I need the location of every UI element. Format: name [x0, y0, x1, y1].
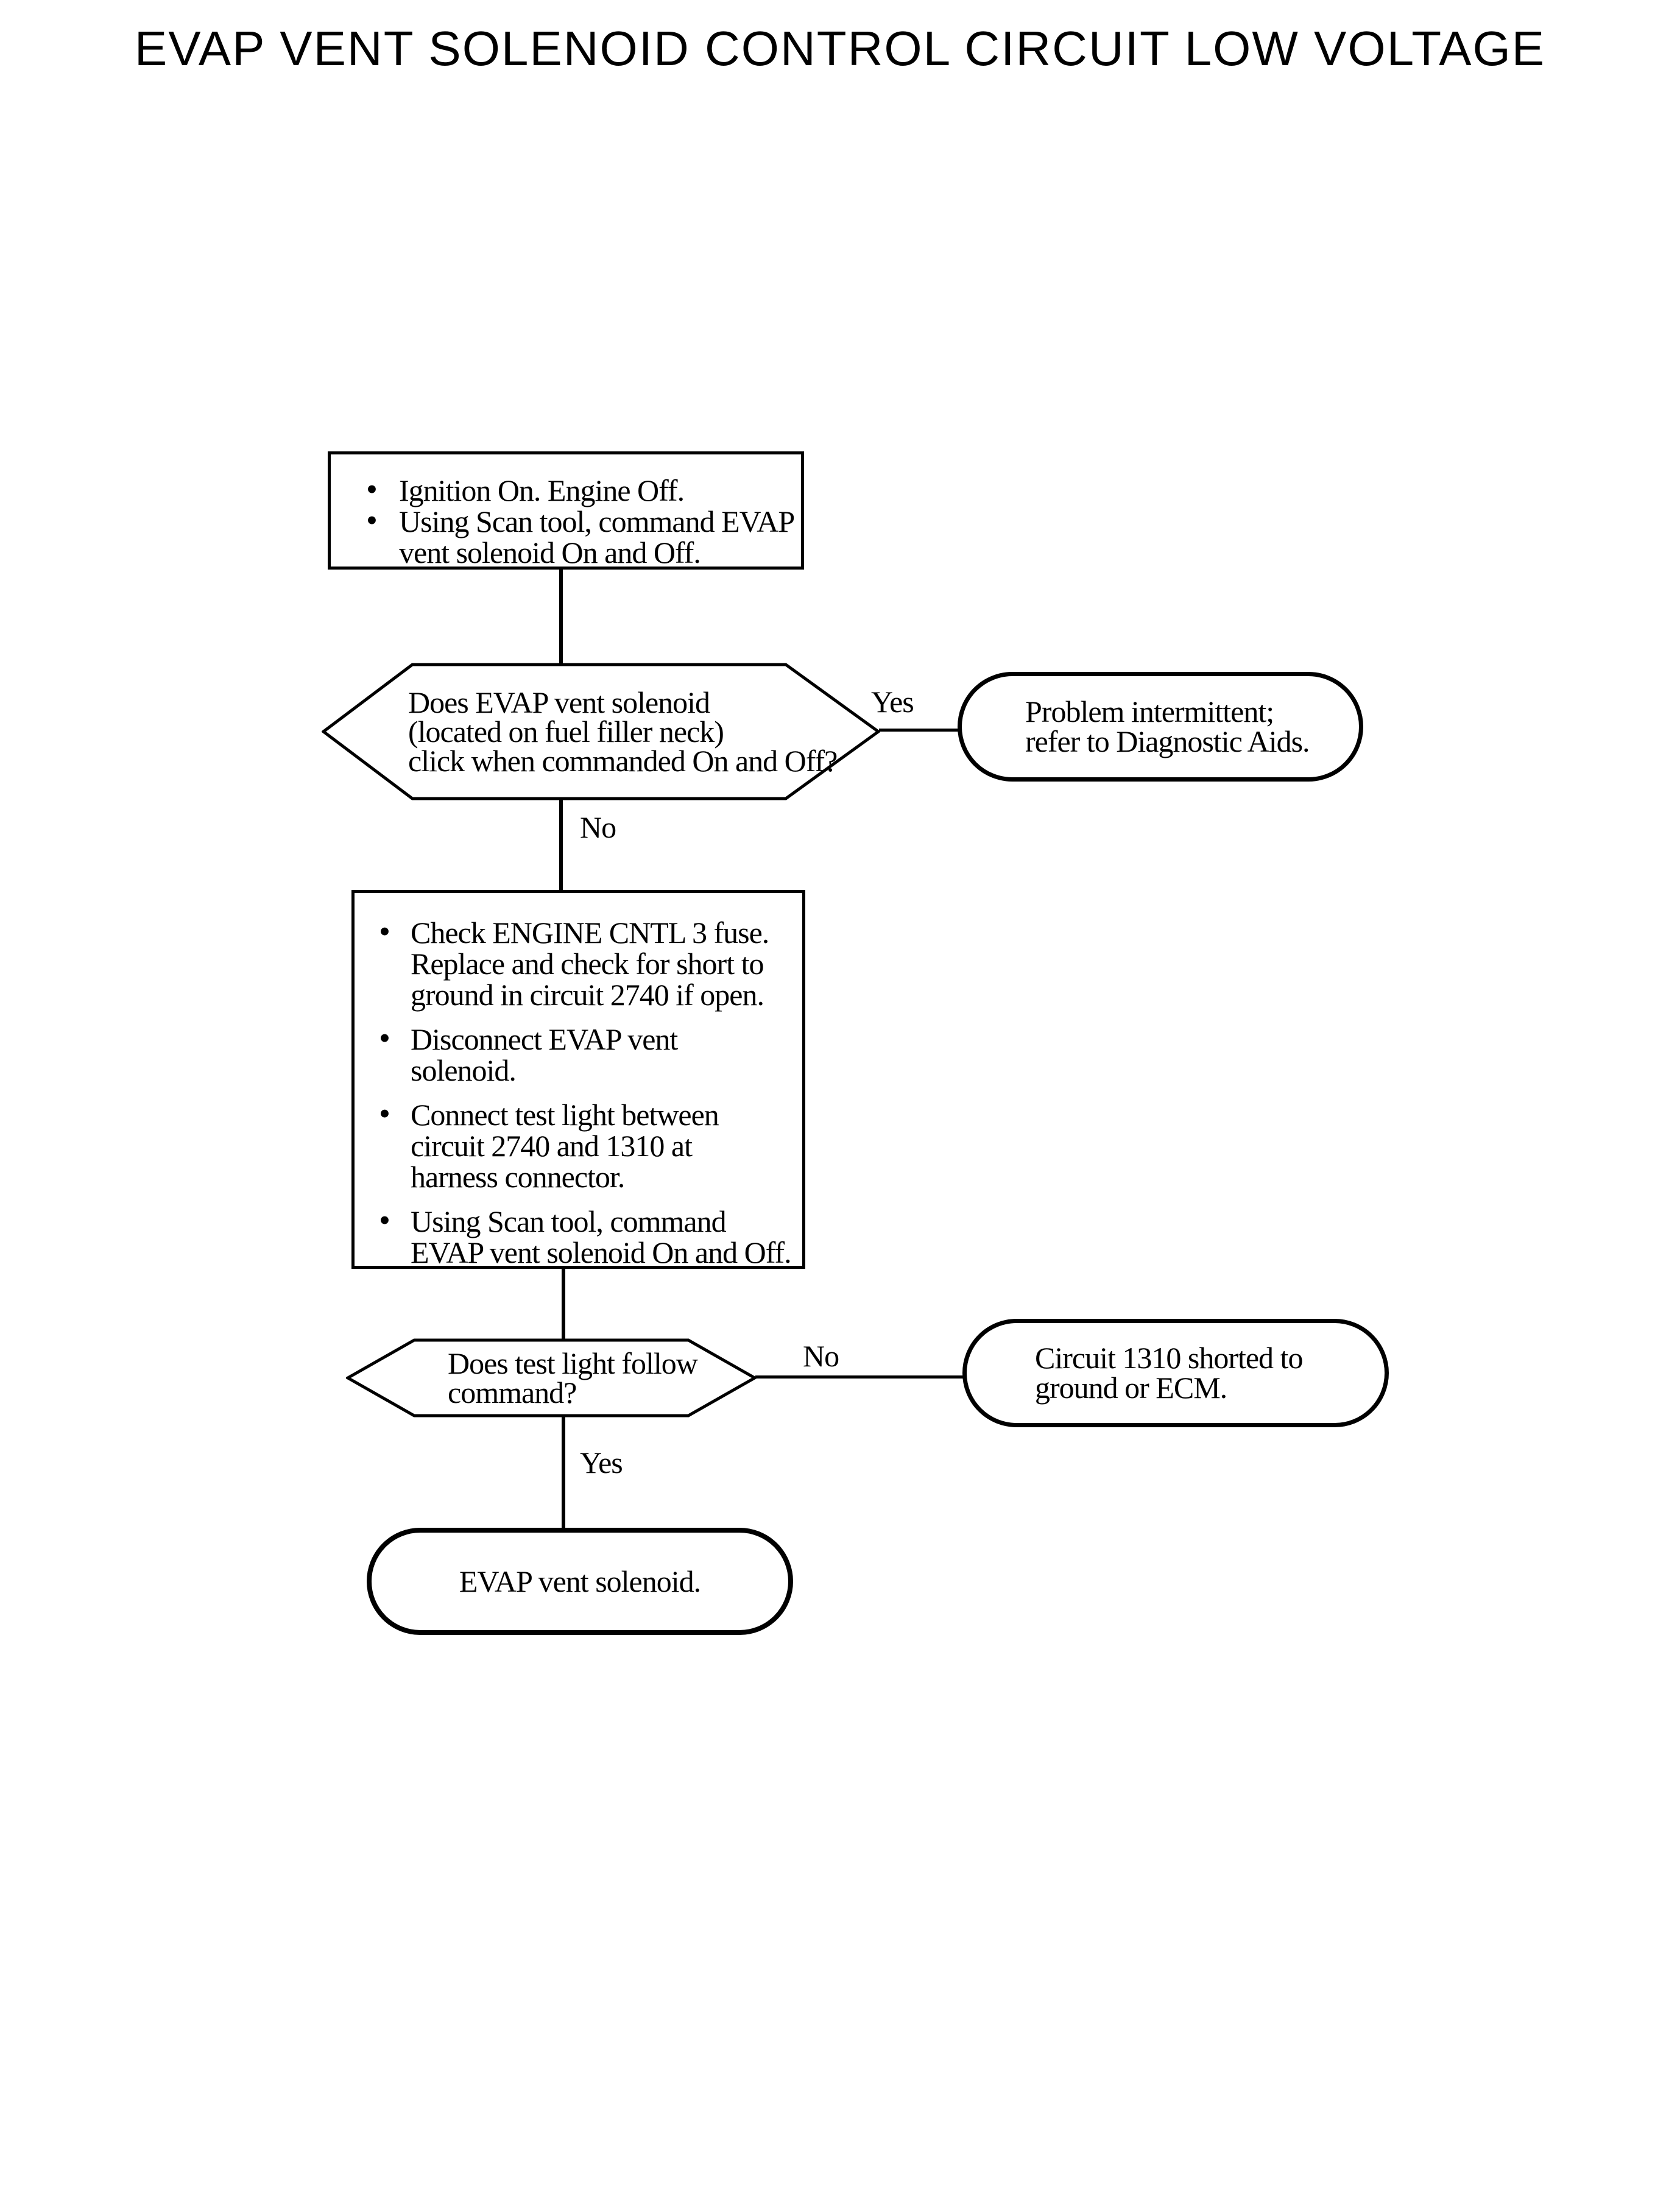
step1-action-box: Ignition On. Engine Off. Using Scan tool… — [328, 451, 804, 570]
connector-step1-to-decision1 — [559, 568, 563, 664]
decision1-question: Does EVAP vent solenoid (located on fuel… — [408, 685, 838, 778]
decision2-hexagon: Does test light follow command? — [346, 1338, 757, 1417]
terminal-text: EVAP vent solenoid. — [459, 1564, 701, 1598]
outcome1-text: Problem intermittent; refer to Diagnosti… — [1025, 694, 1310, 758]
connector-decision2-to-outcome2 — [755, 1375, 964, 1379]
hexagon-shape — [346, 1338, 757, 1417]
step2-bullet-item: Disconnect EVAP vent solenoid. — [379, 1023, 802, 1086]
step2-bullet-item: Check ENGINE CNTL 3 fuse. Replace and ch… — [379, 916, 802, 1011]
decision1-no-label: No — [580, 810, 616, 844]
hexagon-outline — [322, 663, 880, 800]
step1-bullet-list: Ignition On. Engine Off. Using Scan tool… — [331, 454, 801, 568]
outcome1-terminal: Problem intermittent; refer to Diagnosti… — [958, 672, 1363, 782]
decision1-yes-label: Yes — [871, 685, 914, 719]
decision2-no-label: No — [803, 1339, 839, 1373]
outcome2-terminal: Circuit 1310 shorted to ground or ECM. — [962, 1319, 1389, 1427]
decision1-hexagon: Does EVAP vent solenoid (located on fuel… — [322, 663, 880, 800]
connector-step2-to-decision2 — [562, 1268, 565, 1340]
hexagon-shape — [322, 663, 880, 800]
decision2-question: Does test light follow command? — [448, 1346, 698, 1410]
decision2-yes-label: Yes — [580, 1446, 623, 1480]
connector-decision2-to-terminal — [562, 1416, 565, 1529]
hexagon-outline — [346, 1338, 757, 1417]
terminal-evap-vent-solenoid: EVAP vent solenoid. — [367, 1528, 793, 1635]
step2-action-box: Check ENGINE CNTL 3 fuse. Replace and ch… — [351, 890, 805, 1269]
step2-bullet-item: Using Scan tool, command EVAP vent solen… — [379, 1205, 802, 1268]
step1-bullet-item: Ignition On. Engine Off. — [366, 474, 801, 506]
step2-bullet-list: Check ENGINE CNTL 3 fuse. Replace and ch… — [355, 893, 802, 1268]
step2-bullet-item: Connect test light between circuit 2740 … — [379, 1098, 802, 1193]
connector-decision1-to-outcome1 — [879, 729, 959, 732]
outcome2-text: Circuit 1310 shorted to ground or ECM. — [1035, 1341, 1303, 1405]
connector-decision1-to-step2 — [559, 799, 563, 891]
step1-bullet-item: Using Scan tool, command EVAP vent solen… — [366, 505, 801, 568]
page-title: EVAP VENT SOLENOID CONTROL CIRCUIT LOW V… — [134, 21, 1546, 76]
